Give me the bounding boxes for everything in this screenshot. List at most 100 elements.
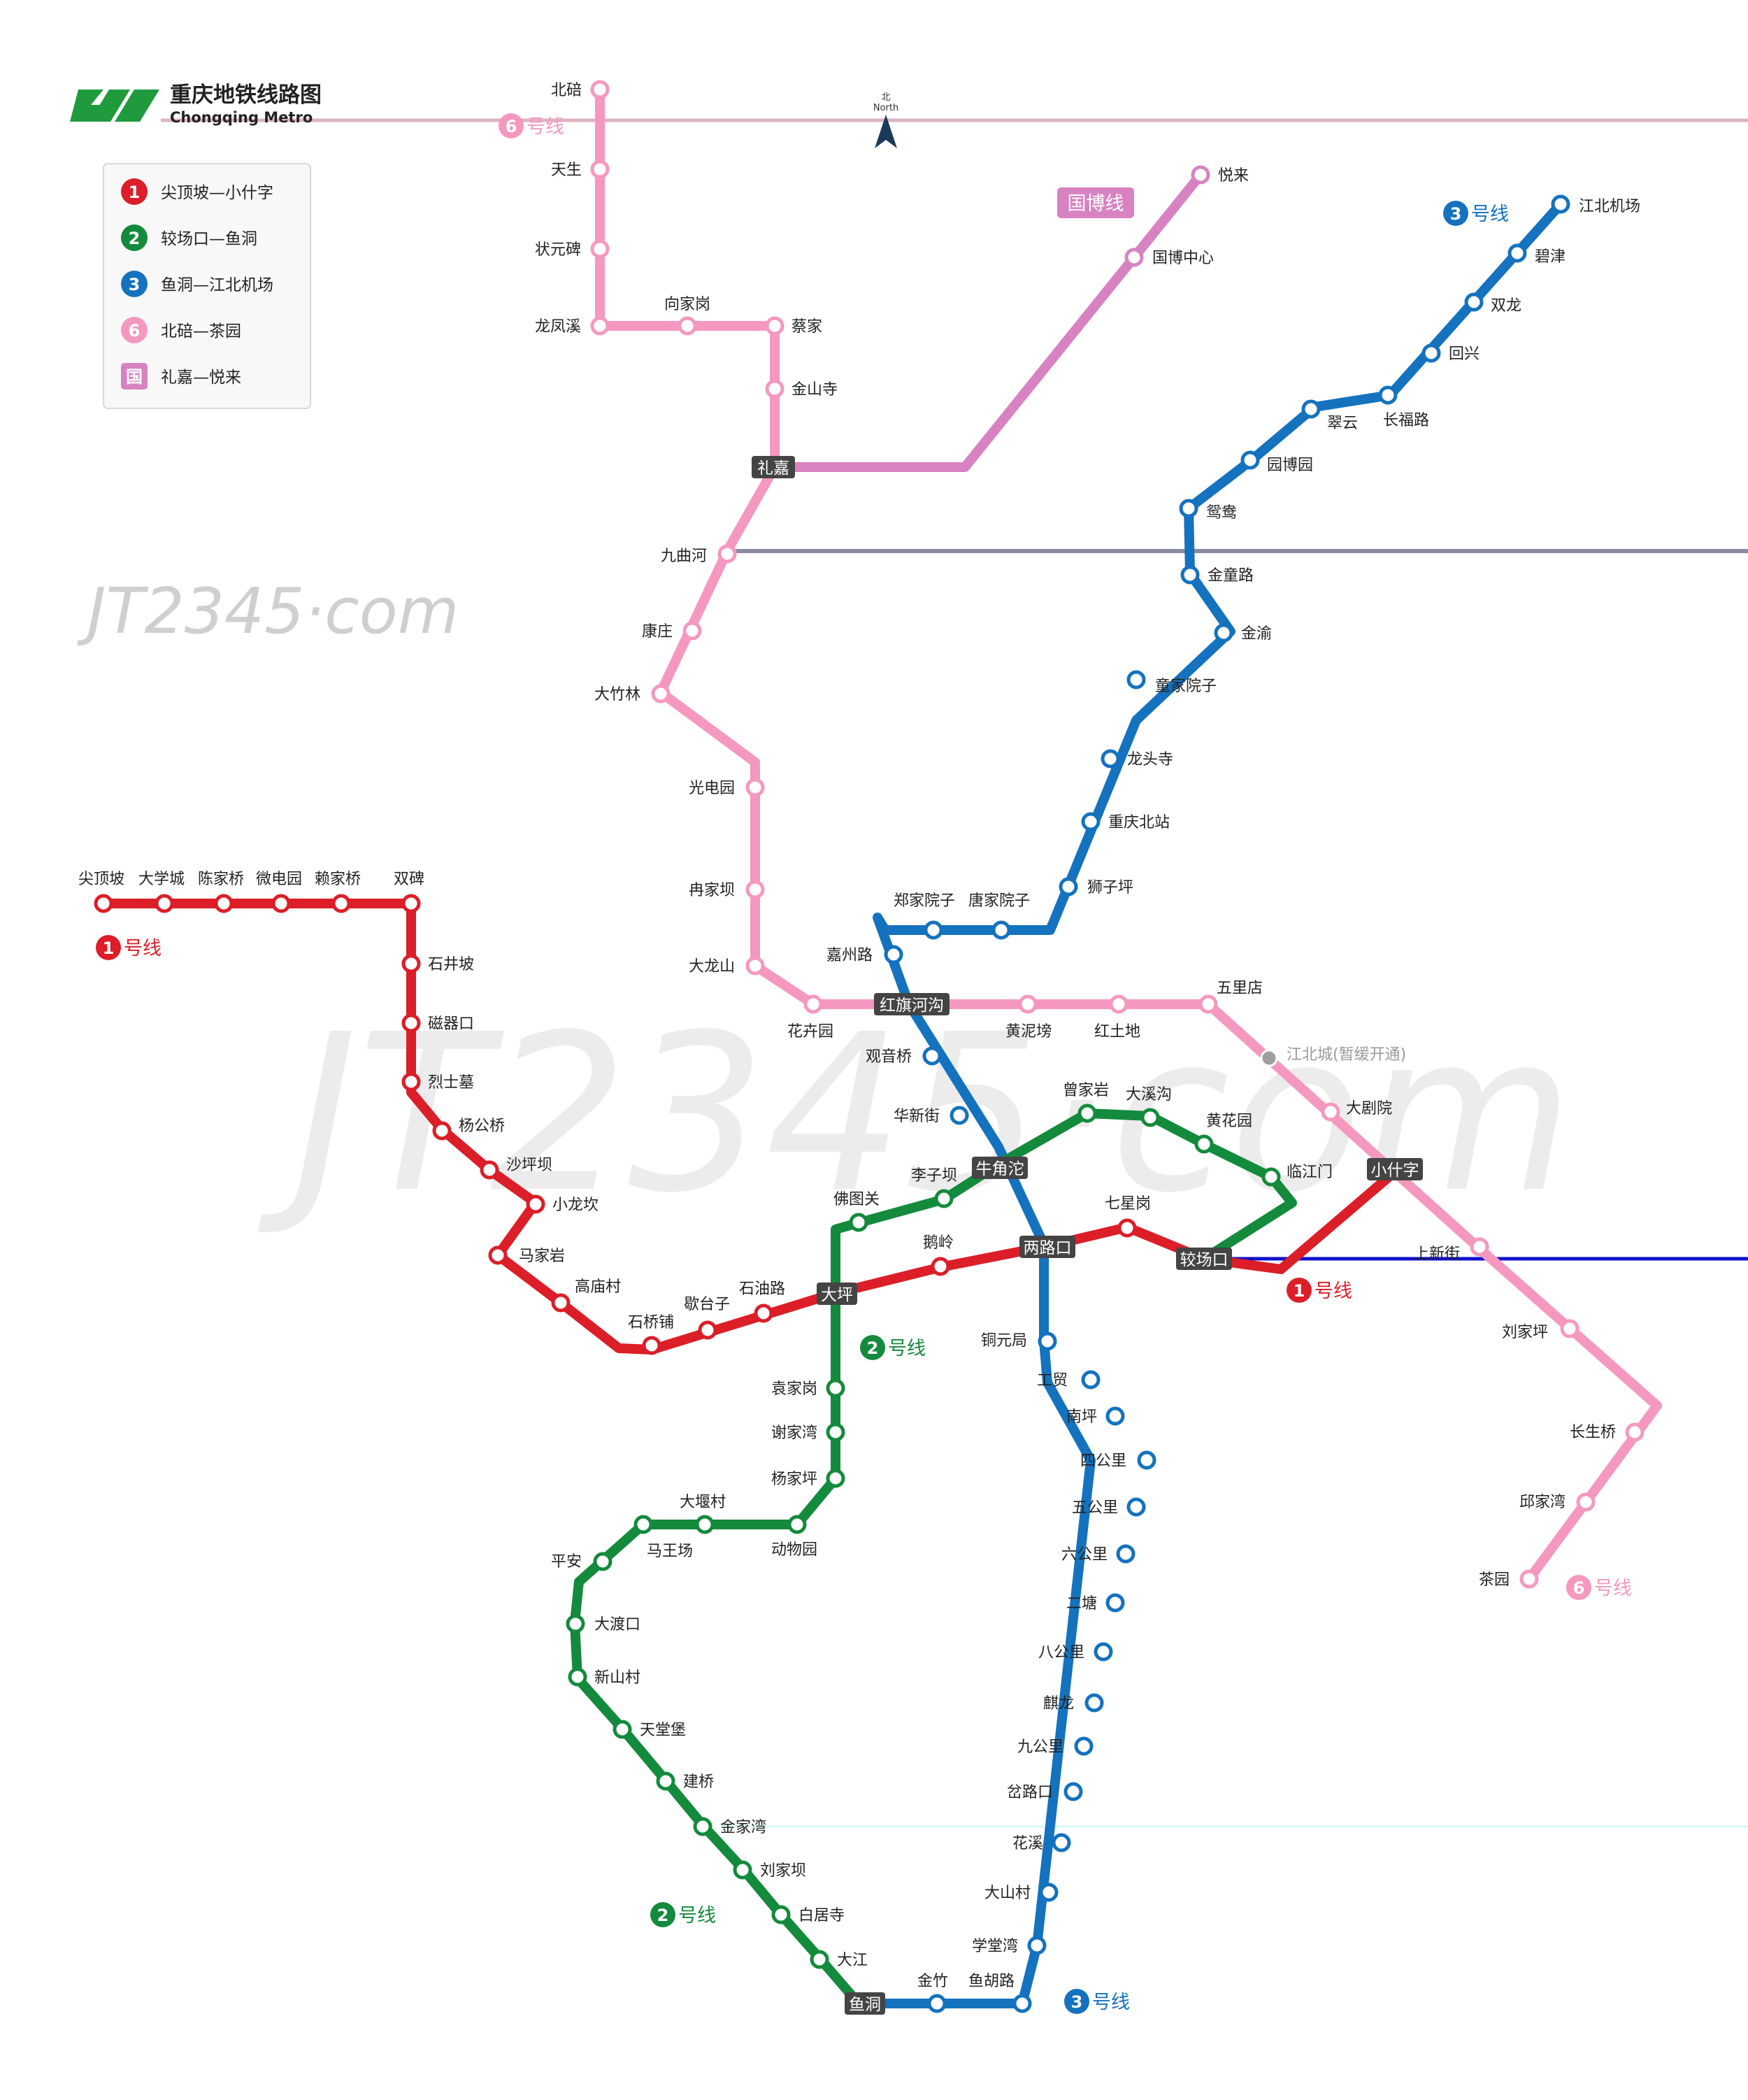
guobo-line-route: [766, 170, 1205, 472]
svg-text:礼嘉—悦来: 礼嘉—悦来: [161, 369, 241, 387]
transfer-lijia: 礼嘉: [752, 456, 795, 478]
svg-text:号线: 号线: [124, 938, 162, 959]
station-label: 双碑: [394, 871, 424, 888]
station-label: 翠云: [1327, 415, 1358, 432]
station-label: 刘家坪: [1502, 1324, 1548, 1341]
station-label: 学堂湾: [972, 1938, 1018, 1955]
station-label: 袁家岗: [771, 1380, 817, 1398]
line-tag-line2-central: 2 号线: [860, 1335, 926, 1360]
station-label: 平安: [551, 1553, 582, 1571]
station-label: 金童路: [1208, 567, 1254, 585]
station-label: 佛图关: [833, 1191, 880, 1208]
svg-text:两路口: 两路口: [1024, 1239, 1072, 1257]
station-label: 天堂堡: [640, 1722, 686, 1739]
station-label: 五里店: [1217, 980, 1263, 997]
station-label: 大堰村: [680, 1494, 726, 1511]
line6-labels: 北碚 天生 状元碑 龙凤溪 向家岗 蔡家 金山寺 九曲河 康庄 大竹林 光电园 …: [535, 82, 1616, 1589]
station-markers: [94, 80, 1645, 2013]
line1-route: [99, 899, 1402, 1355]
station-label: 唐家院子: [968, 892, 1030, 910]
station-label: 黄花园: [1206, 1113, 1252, 1130]
station-label: 工贸: [1037, 1372, 1068, 1390]
compass-en: North: [873, 103, 898, 113]
svg-text:3: 3: [1071, 1992, 1083, 2012]
station-label: 碧津: [1535, 248, 1566, 266]
station-label: 康庄: [642, 623, 673, 641]
station-label: 江北城(暂缓开通): [1287, 1046, 1406, 1064]
guobo-labels: 国博中心 悦来: [1152, 167, 1249, 267]
station-label: 冉家坝: [689, 882, 735, 899]
map-title: 重庆地铁线路图: [170, 83, 322, 108]
svg-text:号线: 号线: [678, 1905, 716, 1927]
station-label: 状元碑: [535, 241, 581, 259]
station-label: 微电园: [256, 871, 302, 888]
station-label: 五公里: [1072, 1499, 1118, 1517]
line-tag-line2-south: 2 号线: [650, 1902, 716, 1927]
north-arrow-icon: [875, 115, 897, 148]
station-label: 江北机场: [1579, 198, 1640, 215]
station-label: 临江门: [1287, 1164, 1333, 1181]
transfer-lianglukou: 两路口: [1019, 1236, 1075, 1258]
station-label: 铜元局: [981, 1332, 1027, 1350]
svg-text:6: 6: [1573, 1578, 1585, 1598]
transfer-jiaochangkou: 较场口: [1176, 1248, 1232, 1270]
svg-text:小什字: 小什字: [1371, 1162, 1419, 1180]
station-label: 石油路: [739, 1280, 785, 1298]
station-label: 红土地: [1094, 1023, 1140, 1041]
line3-labels: 金竹 鱼胡路 学堂湾 大山村 花溪 岔路口 九公里 麒龙 八公里 二塘 六公里 …: [826, 198, 1640, 1990]
legend-item-line6: 6 北碚—茶园: [121, 317, 241, 343]
legend-item-line2: 2 较场口—鱼洞: [121, 224, 257, 251]
svg-text:号线: 号线: [888, 1338, 926, 1359]
svg-text:礼嘉: 礼嘉: [757, 459, 789, 478]
station-label: 国博中心: [1152, 250, 1214, 267]
svg-text:国博线: 国博线: [1068, 193, 1124, 215]
station-label: 华新街: [894, 1108, 940, 1125]
station-label: 金竹: [917, 1973, 948, 1990]
line-tag-line3-south: 3 号线: [1064, 1989, 1130, 2014]
station-label: 大学城: [138, 871, 185, 888]
station-label: 长生桥: [1570, 1424, 1616, 1441]
station-label: 花卉园: [787, 1023, 833, 1041]
station-label: 龙头寺: [1127, 751, 1173, 769]
station-label: 悦来: [1218, 167, 1249, 185]
svg-text:红旗河沟: 红旗河沟: [880, 997, 944, 1015]
station-label: 建桥: [683, 1773, 714, 1791]
transfer-xiaoshizi: 小什字: [1367, 1158, 1423, 1180]
station-label: 杨公桥: [459, 1117, 505, 1135]
station-label: 邱家湾: [1519, 1494, 1566, 1511]
watermark-large: JT2345·com: [257, 988, 1574, 1241]
station-label: 二塘: [1066, 1595, 1097, 1613]
station-label: 麒龙: [1043, 1695, 1074, 1713]
station-label: 大江: [837, 1952, 868, 1969]
transfer-daping: 大坪: [817, 1283, 857, 1305]
station-label: 四公里: [1080, 1452, 1126, 1470]
station-label: 六公里: [1061, 1546, 1108, 1564]
legend-item-line3: 3 鱼洞—江北机场: [121, 271, 273, 297]
svg-text:鱼洞—江北机场: 鱼洞—江北机场: [161, 276, 273, 294]
guide-lines: [161, 118, 1748, 1828]
station-label: 八公里: [1038, 1644, 1084, 1662]
map-subtitle: Chongqing Metro: [170, 109, 313, 126]
station-label: 九曲河: [661, 548, 707, 565]
svg-text:1: 1: [103, 938, 115, 958]
station-label: 曾家岩: [1063, 1082, 1109, 1099]
station-label: 金家湾: [720, 1819, 766, 1836]
line-tag-line1-east: 1 号线: [1287, 1278, 1352, 1303]
watermark-small: JT2345·com: [77, 575, 459, 648]
svg-text:号线: 号线: [1471, 203, 1509, 225]
station-label: 小龙坎: [552, 1197, 599, 1214]
station-label: 花溪: [1012, 1835, 1043, 1852]
station-label: 金渝: [1241, 625, 1272, 643]
station-label: 高庙村: [575, 1278, 621, 1296]
station-label: 磁器口: [428, 1015, 474, 1033]
station-label: 石桥铺: [628, 1314, 674, 1331]
svg-text:较场口—鱼洞: 较场口—鱼洞: [161, 230, 257, 248]
station-label: 狮子坪: [1087, 879, 1133, 897]
station-label: 马家岩: [519, 1248, 565, 1265]
svg-text:号线: 号线: [1092, 1992, 1130, 2013]
svg-text:3: 3: [129, 275, 141, 294]
svg-text:尖顶坡—小什字: 尖顶坡—小什字: [161, 184, 273, 202]
station-label: 杨家坪: [771, 1471, 817, 1488]
legend: 1 尖顶坡—小什字 2 较场口—鱼洞 3 鱼洞—江北机场 6 北碚—茶园 国 礼…: [103, 163, 311, 409]
station-label: 观音桥: [866, 1048, 912, 1066]
